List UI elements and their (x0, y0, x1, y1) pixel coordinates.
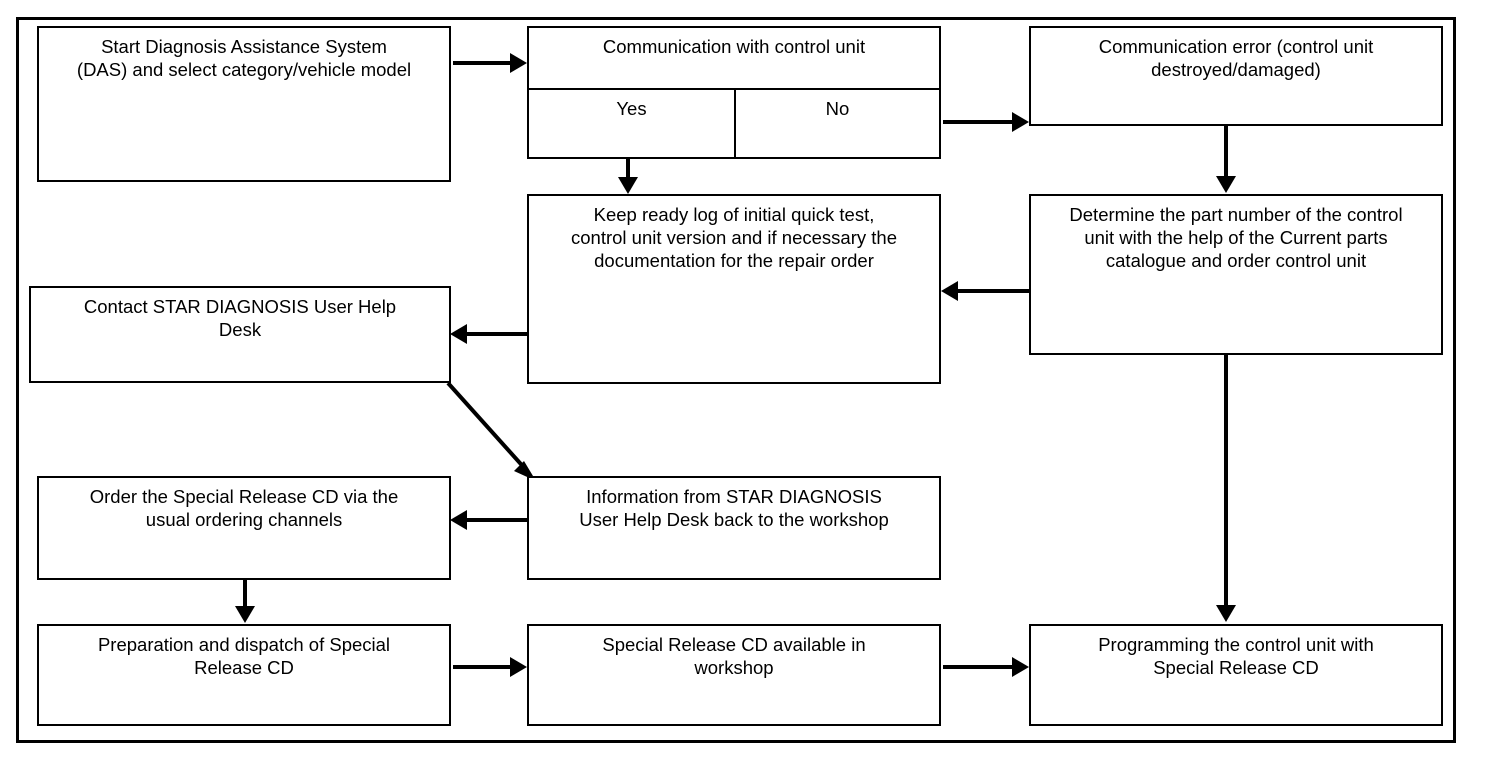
arrowhead-determine-to-keep-ready-log (941, 281, 958, 301)
connector-contact-to-information (446, 381, 536, 481)
arrowhead-no-to-communication-error (1012, 112, 1029, 132)
connector-start-to-communication (453, 61, 513, 65)
node-order-special-release-cd-label: Order the Special Release CD via the usu… (89, 486, 399, 530)
connector-determine-to-programming (1224, 355, 1228, 607)
decision-option-yes[interactable]: Yes (616, 98, 647, 119)
node-communication-label: Communication with control unit (602, 36, 866, 57)
node-communication-error[interactable]: Communication error (control unit destro… (1029, 26, 1443, 126)
arrowhead-start-to-communication (510, 53, 527, 73)
node-start-das[interactable]: Start Diagnosis Assistance System (DAS) … (37, 26, 451, 182)
node-keep-ready-log[interactable]: Keep ready log of initial quick test, co… (527, 194, 941, 384)
node-information-back-to-workshop[interactable]: Information from STAR DIAGNOSIS User Hel… (527, 476, 941, 580)
arrowhead-preparation-to-cd-available (510, 657, 527, 677)
node-keep-ready-log-label: Keep ready log of initial quick test, co… (571, 204, 897, 271)
connector-order-to-preparation (243, 580, 247, 610)
node-preparation-dispatch[interactable]: Preparation and dispatch of Special Rele… (37, 624, 451, 726)
node-communication-error-label: Communication error (control unit destro… (1098, 36, 1374, 80)
connector-yes-to-keep-ready-log (626, 159, 630, 181)
node-cd-available-workshop[interactable]: Special Release CD available in workshop (527, 624, 941, 726)
node-preparation-dispatch-label: Preparation and dispatch of Special Rele… (97, 634, 391, 678)
connector-no-to-communication-error (943, 120, 1015, 124)
connector-preparation-to-cd-available (453, 665, 513, 669)
node-contact-help-desk[interactable]: Contact STAR DIAGNOSIS User Help Desk (29, 286, 451, 383)
node-determine-part-number-label: Determine the part number of the control… (1069, 204, 1403, 271)
arrowhead-information-to-order-cd (450, 510, 467, 530)
node-information-back-label: Information from STAR DIAGNOSIS User Hel… (579, 486, 889, 530)
node-contact-help-desk-label: Contact STAR DIAGNOSIS User Help Desk (83, 296, 397, 340)
connector-cd-available-to-programming (943, 665, 1015, 669)
arrowhead-keep-ready-log-to-contact (450, 324, 467, 344)
node-order-special-release-cd[interactable]: Order the Special Release CD via the usu… (37, 476, 451, 580)
node-start-das-label: Start Diagnosis Assistance System (DAS) … (76, 36, 412, 80)
connector-determine-to-keep-ready-log (958, 289, 1030, 293)
node-programming-control-unit[interactable]: Programming the control unit with Specia… (1029, 624, 1443, 726)
diagram-outer-frame (16, 17, 1456, 743)
arrowhead-cd-available-to-programming (1012, 657, 1029, 677)
arrowhead-yes-to-keep-ready-log (618, 177, 638, 194)
arrowhead-determine-to-programming (1216, 605, 1236, 622)
connector-information-to-order-cd (467, 518, 529, 522)
arrowhead-error-to-determine-part (1216, 176, 1236, 193)
node-programming-control-unit-label: Programming the control unit with Specia… (1098, 634, 1374, 678)
node-determine-part-number[interactable]: Determine the part number of the control… (1029, 194, 1443, 355)
decision-options-row: Yes No (529, 88, 939, 159)
connector-error-to-determine-part (1224, 126, 1228, 177)
decision-option-no[interactable]: No (734, 90, 939, 159)
connector-keep-ready-log-to-contact (467, 332, 529, 336)
node-cd-available-workshop-label: Special Release CD available in workshop (602, 634, 866, 678)
node-communication-with-control-unit[interactable]: Communication with control unit Yes No (527, 26, 941, 159)
arrowhead-order-to-preparation (235, 606, 255, 623)
